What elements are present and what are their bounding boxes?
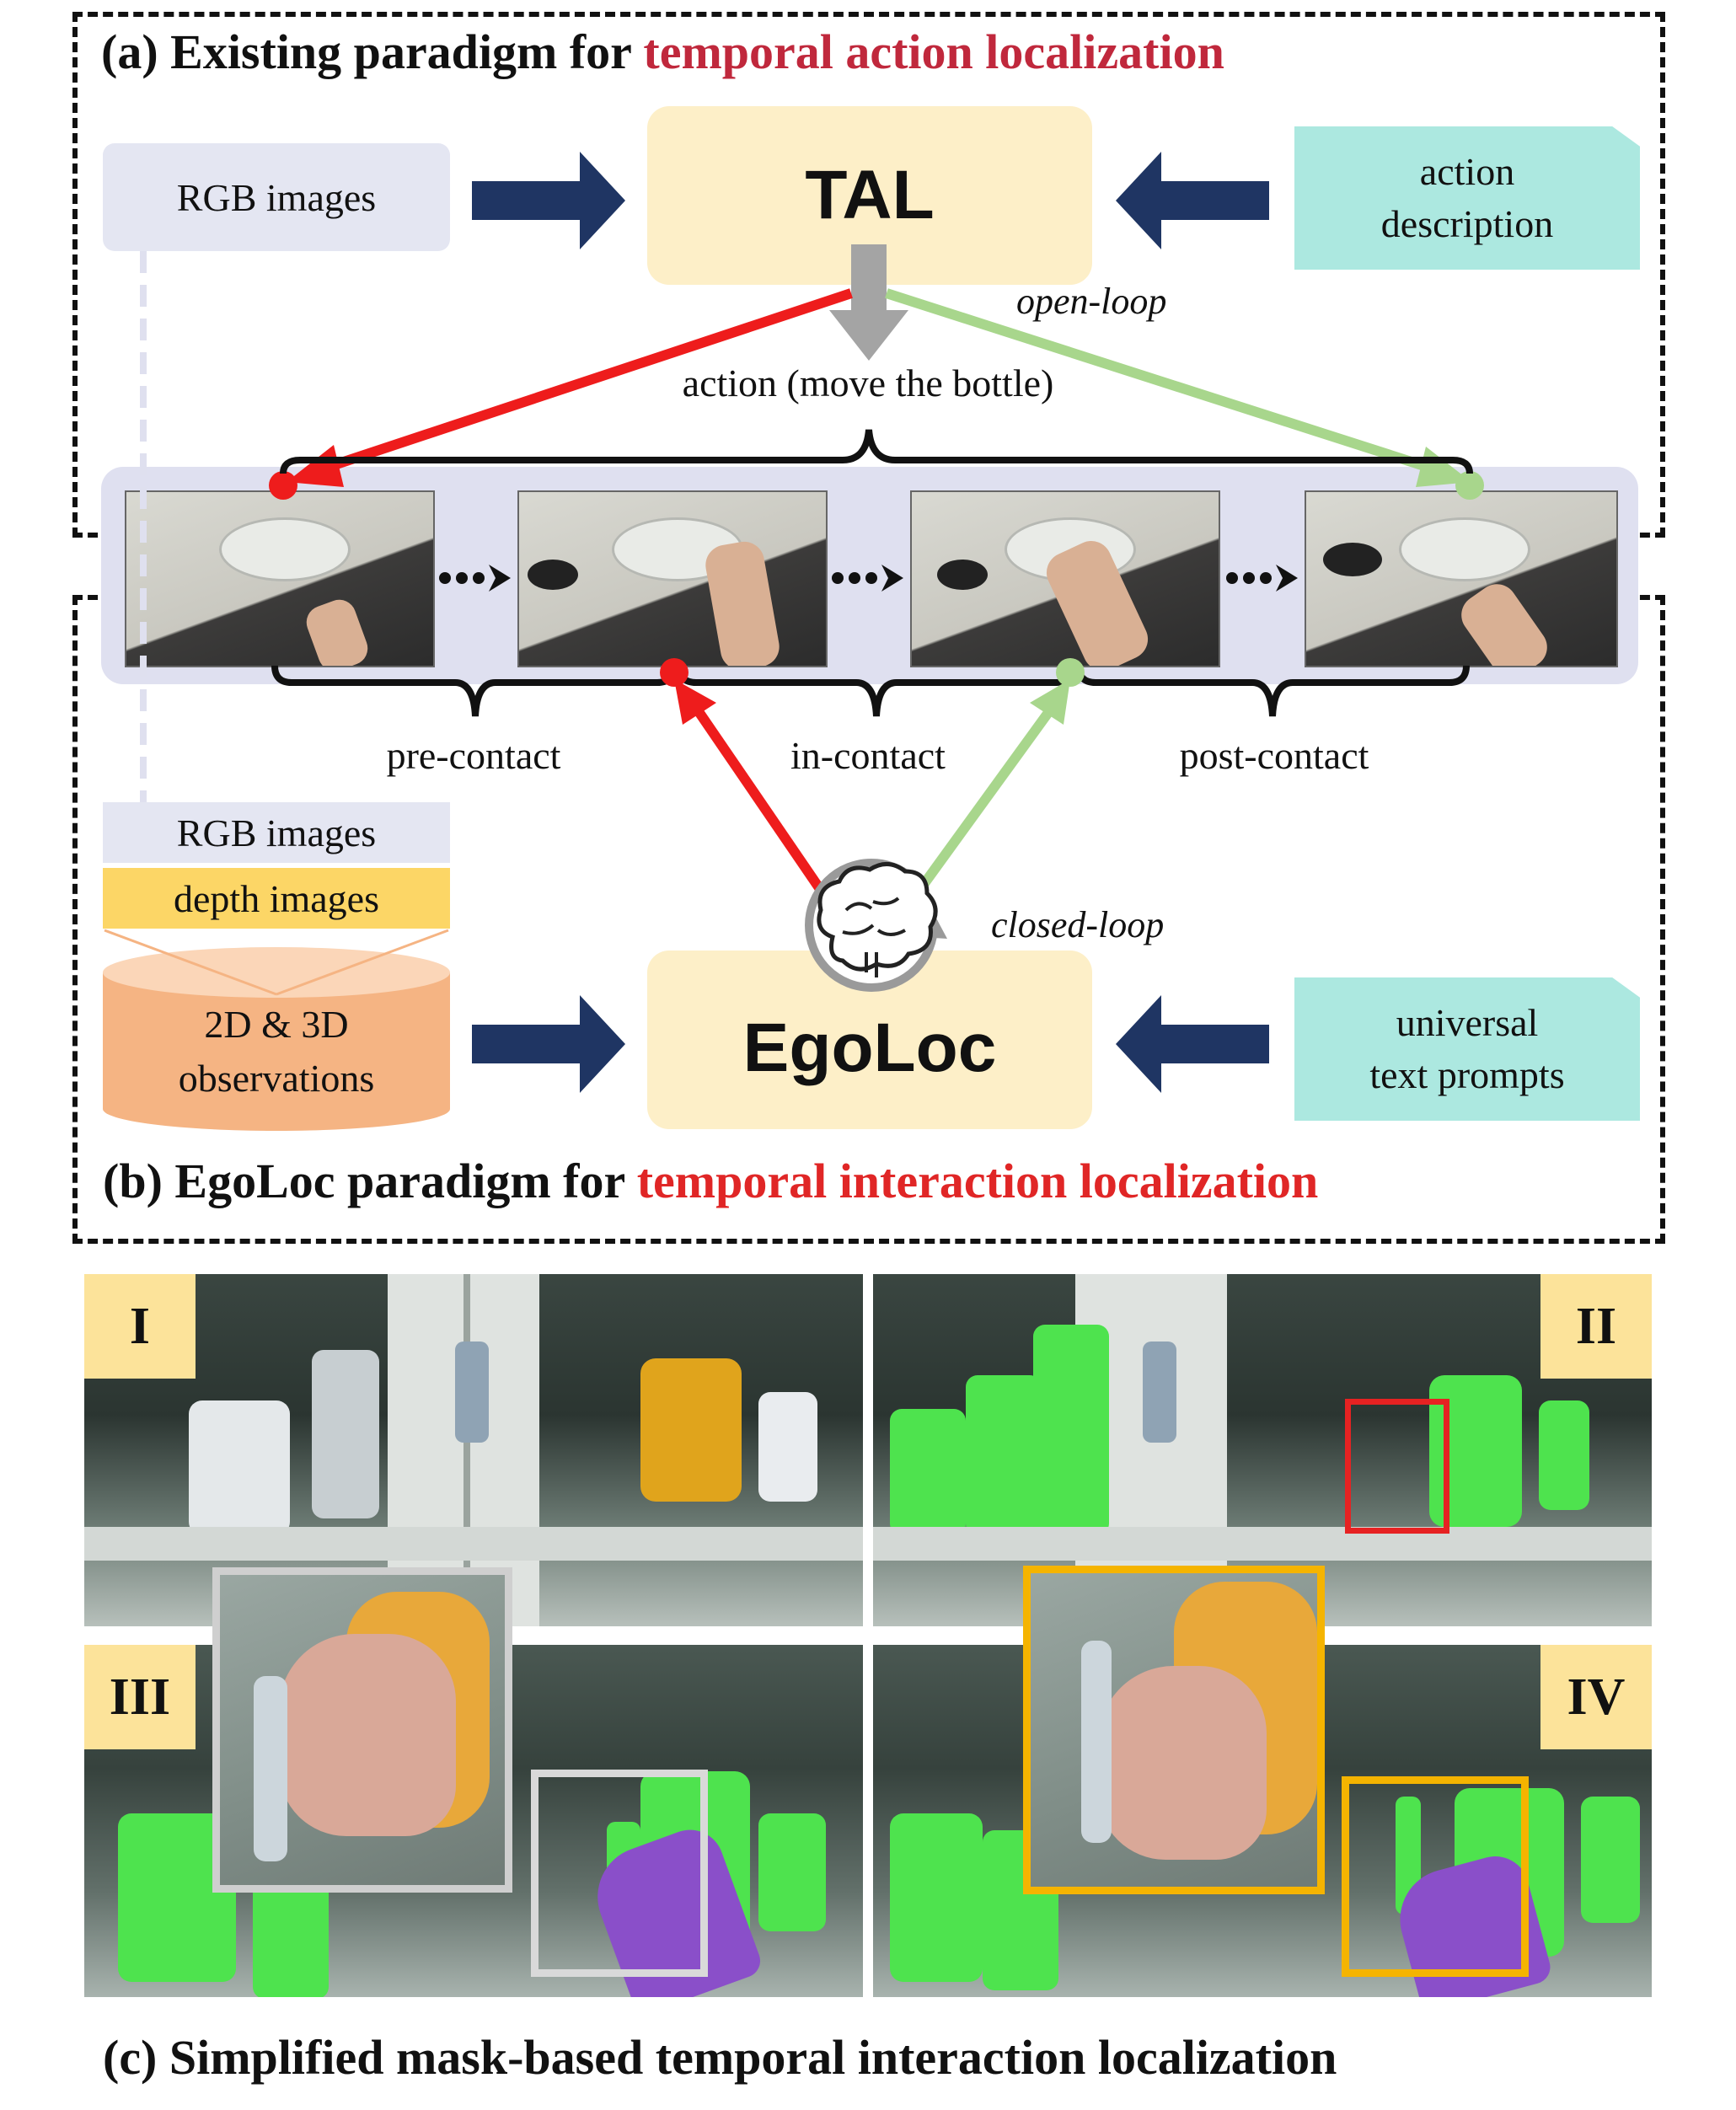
open-loop-label: open-loop	[1016, 281, 1167, 322]
panel-a-title-highlight: temporal action localization	[643, 24, 1224, 79]
label-II: II	[1540, 1274, 1652, 1379]
video-frame-3	[910, 490, 1220, 667]
egoloc-label: EgoLoc	[742, 1009, 997, 1086]
label-III: III	[84, 1645, 196, 1749]
tal-label: TAL	[805, 157, 935, 233]
panel-a-title-prefix: (a) Existing paradigm for	[101, 24, 644, 79]
closed-loop-label: closed-loop	[991, 904, 1165, 945]
depth-images-box: depth images	[103, 868, 450, 929]
obs-line2: observations	[178, 1057, 375, 1100]
tal-box: TAL	[647, 106, 1092, 285]
rgb-images-box: RGB images	[103, 143, 450, 251]
prompt-line2: text prompts	[1369, 1053, 1565, 1096]
obs-line1: 2D & 3D	[204, 1003, 349, 1046]
zoom-inset-IV	[1023, 1566, 1325, 1894]
action-caption: action (move the bottle)	[682, 361, 1054, 404]
panel-a-title: (a) Existing paradigm for temporal actio…	[101, 24, 1224, 80]
egoloc-box: EgoLoc	[647, 951, 1092, 1129]
post-contact-label: post-contact	[1179, 733, 1369, 777]
depth-images-label: depth images	[174, 876, 379, 920]
text-prompts-note: universal text prompts	[1294, 977, 1640, 1121]
video-frame-4	[1305, 490, 1618, 667]
rgb-images-label: RGB images	[176, 175, 377, 219]
label-I: I	[84, 1274, 196, 1379]
pre-contact-label: pre-contact	[386, 733, 561, 777]
rgb-images-box-b: RGB images	[103, 802, 450, 863]
panel-c-caption: (c) Simplified mask-based temporal inter…	[103, 2030, 1337, 2085]
in-contact-label: in-contact	[790, 733, 946, 777]
video-frame-2	[517, 490, 828, 667]
prompt-line1: universal	[1396, 1001, 1539, 1044]
panel-b-title: (b) EgoLoc paradigm for temporal interac…	[103, 1153, 1318, 1209]
observations-label: 2D & 3D observations	[103, 993, 450, 1111]
zoom-inset-III	[212, 1567, 512, 1893]
action-desc-line1: action	[1419, 150, 1515, 193]
video-frame-1	[125, 490, 435, 667]
action-desc-line2: description	[1380, 202, 1554, 245]
label-IV: IV	[1540, 1645, 1652, 1749]
panel-b-title-prefix: (b) EgoLoc paradigm for	[103, 1154, 637, 1208]
action-description-note: action description	[1294, 126, 1640, 270]
rgb-images-label-b: RGB images	[176, 811, 377, 854]
panel-b-title-highlight: temporal interaction localization	[636, 1154, 1319, 1208]
